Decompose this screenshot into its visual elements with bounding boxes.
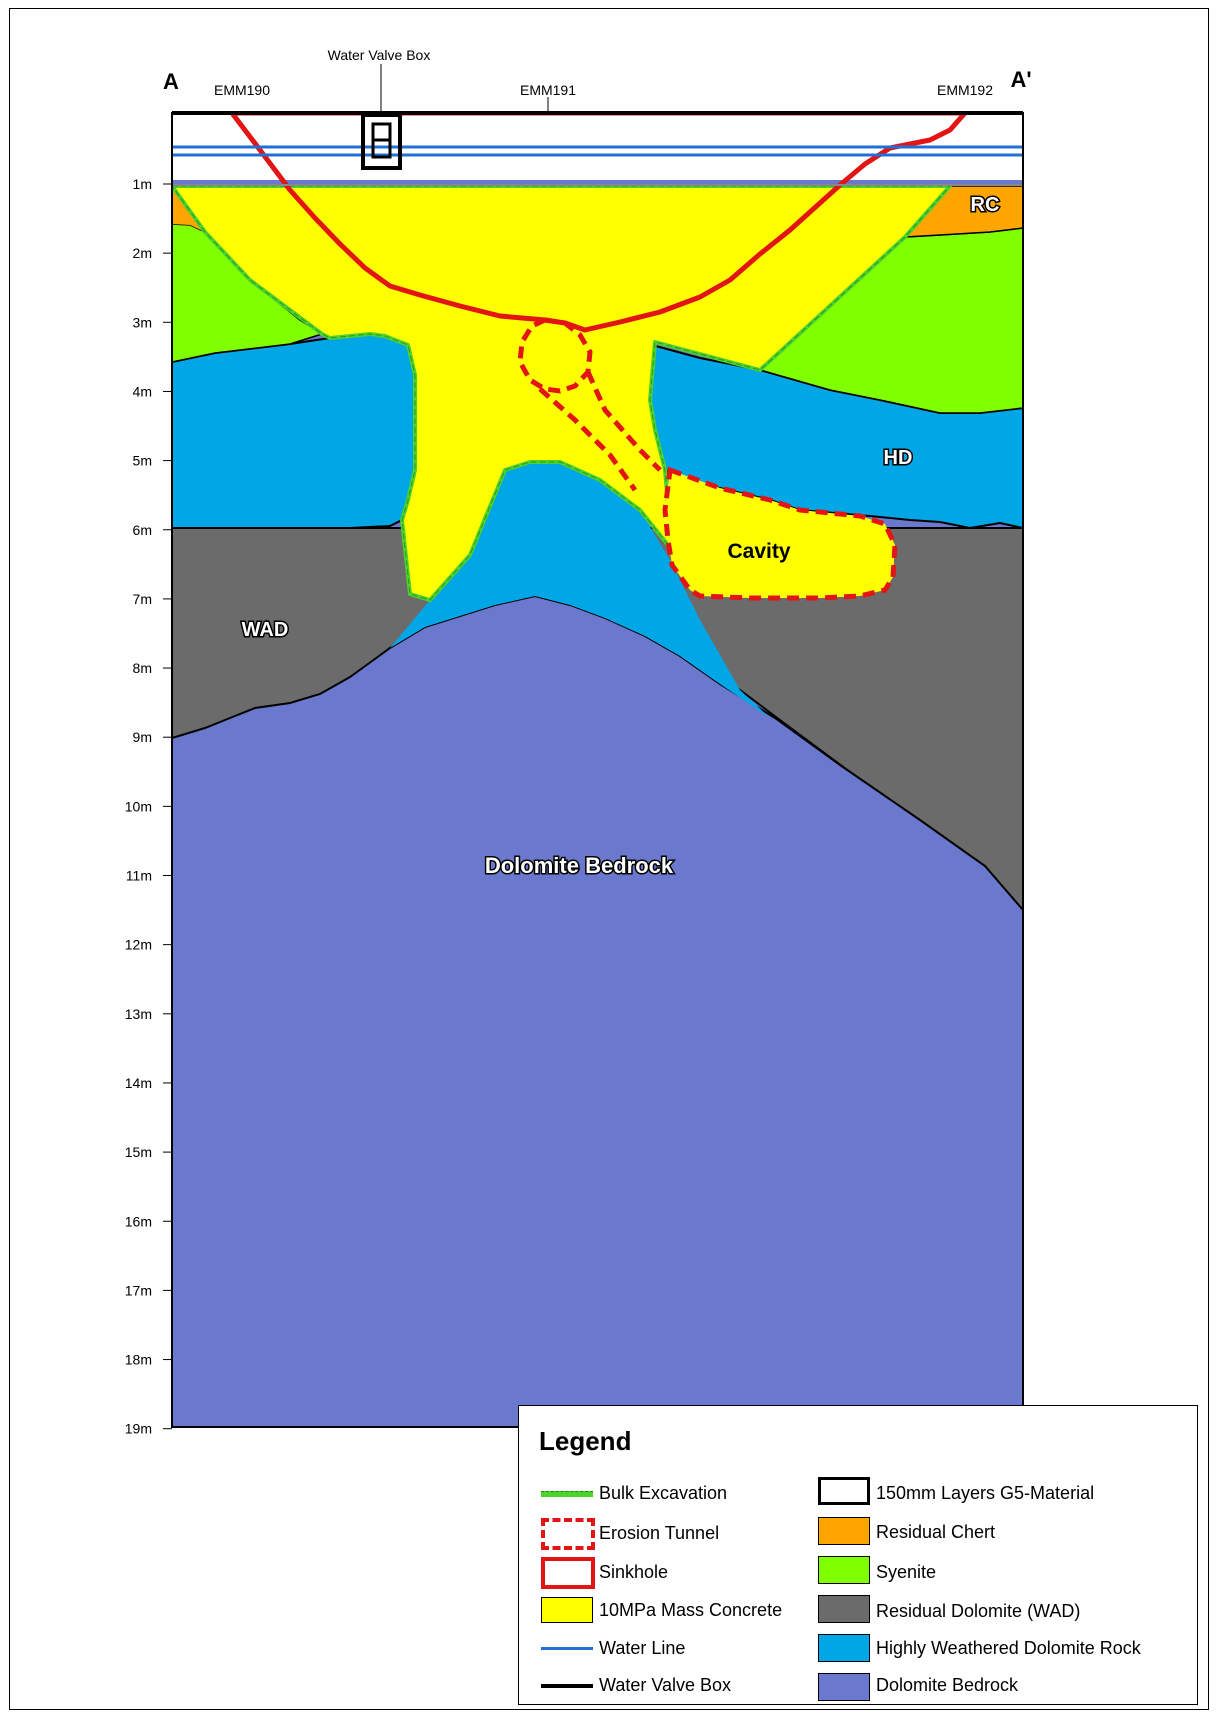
depth-label: 8m: [133, 660, 152, 676]
legend-item-g5-material: 150mm Layers G5-Material: [816, 1474, 1196, 1508]
depth-label: 1m: [133, 176, 152, 192]
legend-item-bedrock: Dolomite Bedrock: [816, 1664, 1196, 1701]
depth-label: 14m: [125, 1075, 152, 1091]
erosion-tunnel-top: [517, 317, 593, 394]
depth-label: 2m: [133, 245, 152, 261]
legend-title: Legend: [539, 1426, 632, 1456]
depth-label: 10m: [125, 798, 152, 814]
legend-symbol-chert: [818, 1517, 870, 1545]
legend-label: Bulk Excavation: [599, 1483, 728, 1503]
borehole-label-emm190: EMM190: [214, 82, 270, 98]
zone-label-bedrock: Dolomite Bedrock: [485, 853, 674, 878]
diagram-frame: [9, 8, 1209, 1710]
section-end-right: A': [1010, 67, 1031, 92]
legend-label: Water Line: [599, 1638, 686, 1658]
g5-layer-zone: [172, 113, 1023, 186]
legend-panel: Legend Bulk Excavation Erosion Tunnel Si…: [518, 1405, 1198, 1705]
depth-label: 5m: [133, 453, 152, 469]
erosion-tunnel-path: [538, 370, 662, 492]
legend-item-valve-box: Water Valve Box: [539, 1670, 809, 1704]
hd-zone-left: [172, 332, 416, 529]
legend-symbol-g5: [818, 1477, 870, 1505]
legend-symbol-valve-box: [541, 1684, 593, 1688]
legend-item-erosion-tunnel: Erosion Tunnel: [539, 1517, 809, 1551]
legend-symbol-water-line: [541, 1647, 593, 1650]
depth-label: 3m: [133, 314, 152, 330]
legend-symbol-hd: [818, 1634, 870, 1662]
depth-label: 11m: [126, 868, 152, 884]
legend-symbol-wad: [818, 1595, 870, 1623]
borehole-label-emm192: EMM192: [937, 82, 993, 98]
depth-label: 9m: [133, 729, 152, 745]
legend-label: Sinkhole: [599, 1562, 669, 1582]
legend-item-wad: Residual Dolomite (WAD): [816, 1588, 1196, 1623]
legend-symbol-concrete: [541, 1597, 593, 1623]
legend-item-sinkhole: Sinkhole: [539, 1556, 809, 1590]
valve-box-label: Water Valve Box: [328, 47, 431, 63]
water-valve-box: [361, 64, 402, 170]
legend-label: Water Valve Box: [599, 1675, 732, 1695]
borehole-label-emm191: EMM191: [520, 82, 576, 98]
legend-item-syenite: Syenite: [816, 1550, 1196, 1584]
depth-label: 13m: [125, 1006, 152, 1022]
zone-label-cavity: Cavity: [727, 540, 790, 563]
legend-label: Syenite: [876, 1562, 937, 1582]
legend-item-concrete: 10MPa Mass Concrete: [539, 1594, 819, 1628]
legend-symbol-syenite: [818, 1556, 870, 1584]
depth-label: 7m: [133, 591, 152, 607]
legend-symbol-sinkhole: [541, 1557, 595, 1589]
legend-symbol-excavation: [541, 1491, 593, 1497]
legend-label: Residual Dolomite (WAD): [876, 1601, 1081, 1621]
legend-label: 150mm Layers G5-Material: [876, 1483, 1095, 1503]
cavity-zone: [662, 466, 898, 601]
legend-item-bulk-excavation: Bulk Excavation: [539, 1479, 809, 1509]
depth-label: 19m: [125, 1421, 152, 1437]
legend-label: Highly Weathered Dolomite Rock: [876, 1638, 1141, 1658]
legend-symbol-bedrock: [818, 1673, 870, 1701]
legend-label: Dolomite Bedrock: [876, 1675, 1019, 1695]
section-end-left: A: [163, 69, 179, 94]
legend-item-water-line: Water Line: [539, 1632, 809, 1666]
legend-symbol-erosion: [541, 1518, 595, 1550]
legend-label: Residual Chert: [876, 1522, 996, 1542]
depth-label: 15m: [125, 1144, 152, 1160]
legend-label: 10MPa Mass Concrete: [599, 1600, 783, 1620]
depth-label: 16m: [125, 1213, 152, 1229]
depth-label: 17m: [125, 1282, 152, 1298]
depth-label: 4m: [133, 383, 152, 399]
bulk-excavation-outline: [172, 185, 952, 601]
zone-label-wad: WAD: [242, 619, 289, 641]
depth-label: 6m: [133, 522, 152, 538]
depth-label: 12m: [125, 937, 152, 953]
zone-label-rc: RC: [971, 194, 1000, 216]
sinkhole-outline: [229, 113, 968, 333]
hd-zone-center: [390, 462, 770, 718]
zone-label-hd: HD: [884, 447, 913, 469]
legend-item-hd: Highly Weathered Dolomite Rock: [816, 1626, 1196, 1662]
legend-label: Erosion Tunnel: [599, 1523, 720, 1543]
depth-ticks: 1m 2m 3m 4m 5m 6m 7m 8m 9m 10m 11m 12m 13m 14m 15m 16m 1…: [125, 176, 172, 1437]
legend-item-chert: Residual Chert: [816, 1512, 1196, 1546]
depth-label: 18m: [125, 1352, 152, 1368]
